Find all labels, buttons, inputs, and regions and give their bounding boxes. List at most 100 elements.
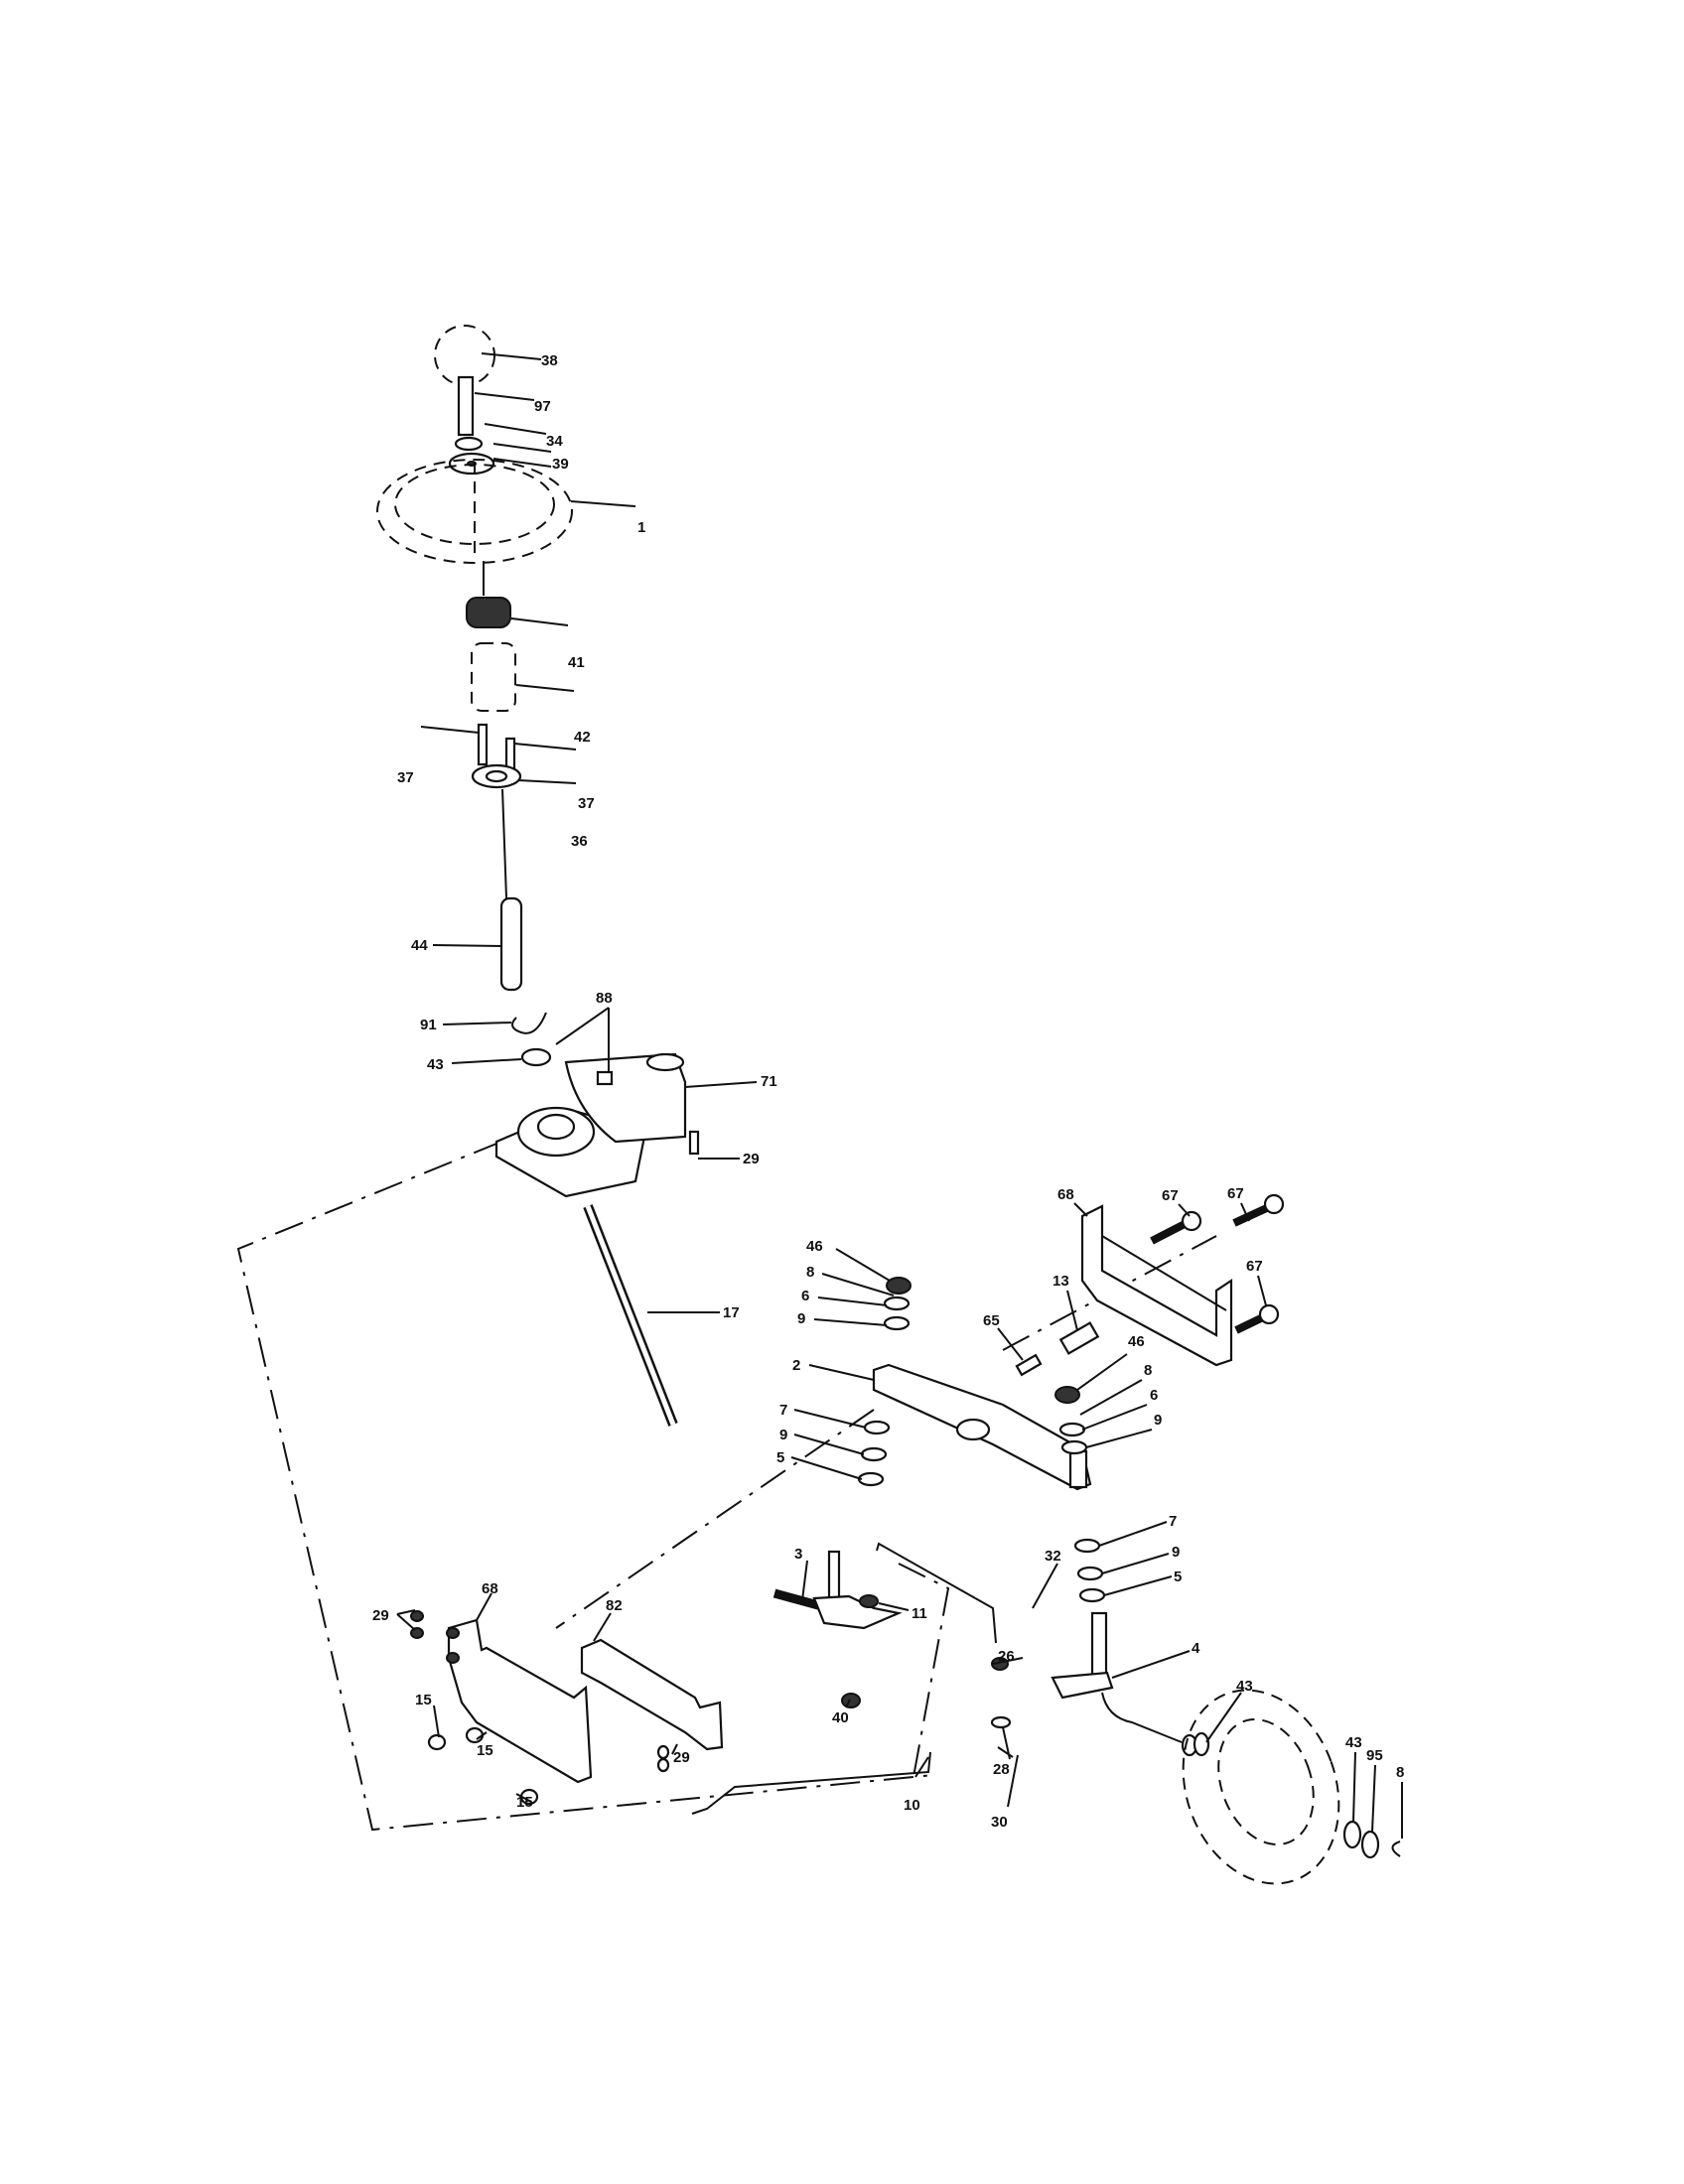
spindle-hardware [990,1657,1014,1758]
throttle-rod [691,1751,931,1815]
gearbox-bolt [688,1130,700,1156]
washer [1073,1538,1101,1554]
lower-bracket-68 [446,1618,593,1784]
part-label: 32 [1045,1548,1061,1565]
column-bolts [477,723,516,770]
steering-bolt [457,375,475,437]
part-label: 9 [1154,1412,1162,1429]
part-label: 6 [1150,1387,1158,1404]
part-label: 8 [1144,1362,1152,1379]
drag-link [876,1542,997,1644]
washer [1076,1566,1104,1581]
part-label: 40 [832,1709,849,1726]
part-label: 68 [482,1580,498,1597]
front-wheel [1182,1689,1340,1885]
part-label: 65 [983,1312,1000,1329]
part-label: 9 [797,1310,805,1327]
steering-adapter [466,597,511,628]
bracket-bolts [1150,1193,1285,1334]
washer [883,1315,911,1331]
part-label: 7 [1169,1513,1177,1530]
part-label: 38 [541,352,558,369]
part-label: 36 [571,833,588,850]
lower-bracket-82 [580,1638,724,1751]
washer [1078,1587,1106,1603]
steering-shaft [583,1204,678,1427]
front-axle [872,1363,1092,1491]
axle-bushing [1058,1321,1100,1355]
part-label: 43 [1236,1678,1253,1695]
washer-43 [520,1047,552,1067]
part-label: 68 [1057,1186,1074,1203]
column-flange [471,763,522,789]
washer [1060,1439,1088,1455]
washer [886,1277,912,1295]
spindle [1051,1611,1198,1757]
part-label: 29 [372,1607,389,1624]
part-label: 8 [1396,1764,1404,1781]
part-label: 95 [1366,1747,1383,1764]
part-label: 8 [806,1264,814,1281]
part-label: 6 [801,1288,809,1304]
steering-arm [772,1550,903,1630]
part-label: 34 [546,433,563,450]
part-label: 1 [637,519,645,536]
part-label: 67 [1162,1187,1179,1204]
part-label: 71 [761,1073,777,1090]
part-label: 9 [779,1427,787,1443]
steering-tube [499,896,523,992]
part-label: 44 [411,937,428,954]
steering-wheel [376,459,573,564]
lock-washer [454,436,484,452]
part-label: 30 [991,1814,1008,1831]
washer [883,1296,911,1311]
leader-lines [396,352,1403,1839]
part-label: 67 [1246,1258,1263,1275]
part-label: 29 [743,1151,760,1167]
part-label: 15 [516,1794,533,1811]
part-label: 67 [1227,1185,1244,1202]
part-label: 82 [606,1597,623,1614]
part-label: 17 [723,1304,740,1321]
part-label: 46 [806,1238,823,1255]
part-label: 43 [1345,1734,1362,1751]
part-label: 37 [578,795,595,812]
part-label: 46 [1128,1333,1145,1350]
part-label: 5 [776,1449,784,1466]
part-label: 3 [794,1546,802,1563]
washer [863,1420,891,1435]
part-label: 43 [427,1056,444,1073]
nut-11 [859,1594,879,1608]
axle-pin [1015,1353,1043,1377]
washer [1058,1422,1086,1437]
part-label: 15 [415,1692,432,1708]
part-label: 4 [1192,1640,1200,1657]
part-label: 11 [912,1605,927,1622]
lower-bolts-nuts [410,1610,670,1806]
part-label: 15 [477,1742,493,1759]
part-label: 26 [998,1648,1015,1665]
part-label: 39 [552,456,569,473]
wheel-washers [1193,1731,1401,1859]
washer [860,1446,888,1462]
flat-washer [448,452,495,476]
part-label: 29 [673,1749,690,1766]
part-label: 91 [420,1017,437,1033]
part-label: 10 [904,1797,920,1814]
axle-bracket [1080,1204,1233,1367]
part-label: 5 [1174,1569,1182,1585]
part-label: 2 [792,1357,800,1374]
steering-gearbox [494,1052,687,1198]
hairpin-clip [511,1012,547,1034]
part-label: 9 [1172,1544,1180,1561]
part-label: 41 [568,654,585,671]
nut-40 [841,1693,861,1708]
part-label: 28 [993,1761,1010,1778]
steering-column-boot [471,642,516,712]
washer [857,1471,885,1487]
part-label: 13 [1052,1273,1069,1290]
part-label: 7 [779,1402,787,1419]
part-label: 42 [574,729,591,746]
